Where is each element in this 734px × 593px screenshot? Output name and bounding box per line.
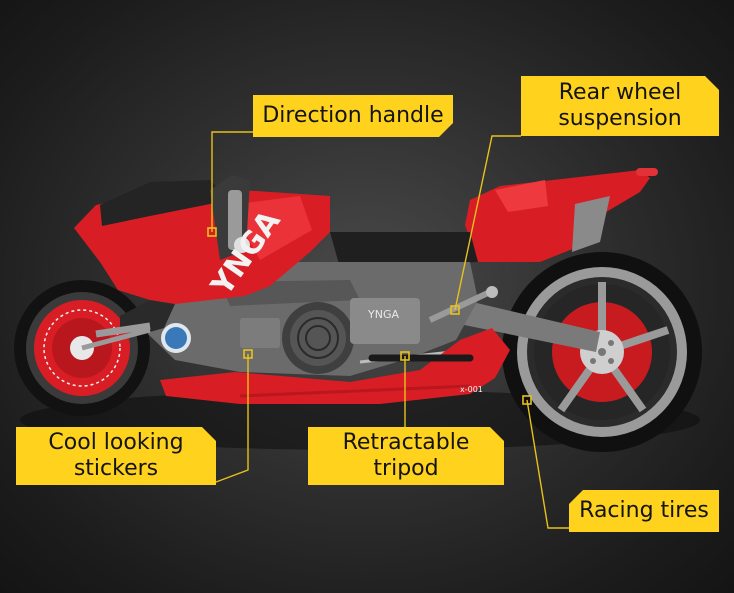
leader-rear-suspension	[454, 135, 521, 311]
leader-direction	[211, 131, 253, 232]
callout-cool-stickers: Cool looking stickers	[16, 427, 216, 485]
leader-tires	[526, 399, 569, 529]
callout-rear-line1: Rear wheel	[558, 80, 682, 105]
callout-retractable-tripod: Retractable tripod	[308, 427, 504, 485]
callout-tripod-line2: tripod	[373, 456, 439, 481]
callout-racing-tires: Racing tires	[569, 490, 719, 532]
rear-wheel	[502, 252, 702, 452]
callout-racing-tires-text: Racing tires	[579, 498, 709, 523]
tail-section	[330, 168, 658, 268]
callout-direction-handle: Direction handle	[253, 95, 453, 137]
serial-sticker: x-001	[460, 385, 483, 394]
callout-rear-line2: suspension	[558, 106, 682, 131]
callout-dots	[207, 227, 532, 405]
leader-stickers	[215, 354, 249, 483]
callout-stickers-line1: Cool looking	[48, 430, 184, 455]
callout-rear-wheel-suspension: Rear wheel suspension	[521, 76, 719, 136]
front-fairing: YNGA	[74, 175, 330, 351]
callout-direction-handle-text: Direction handle	[262, 103, 444, 128]
callout-stickers-line2: stickers	[73, 456, 159, 481]
callout-tripod-line1: Retractable	[342, 430, 470, 455]
callout-lines	[211, 131, 569, 529]
tank-logo: YNGA	[367, 308, 399, 321]
